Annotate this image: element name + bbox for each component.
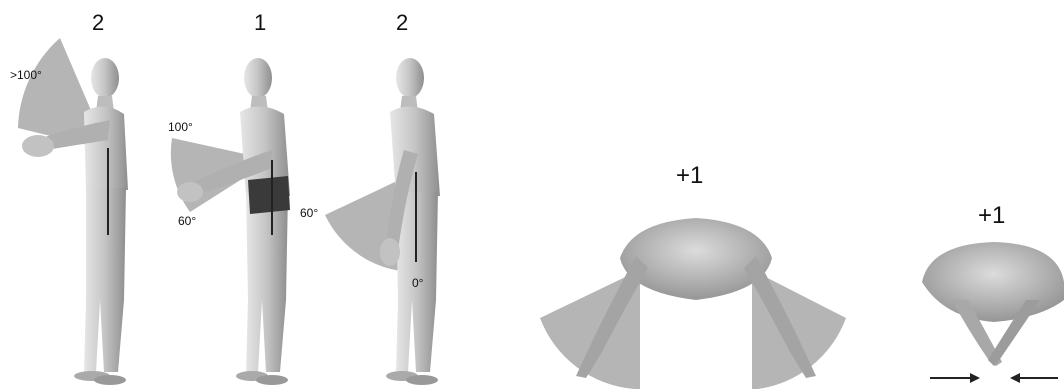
panel-3-angle-top: 60°	[300, 206, 318, 220]
panel-5-score: +1	[978, 202, 1005, 230]
panel-2-angle-bottom: 60°	[178, 214, 196, 228]
panel-4-figure	[540, 218, 846, 389]
panel-3-figure	[325, 58, 440, 385]
panel-4-score: +1	[676, 162, 703, 190]
panel-1-angle-top: >100°	[10, 68, 42, 82]
panel-3-score: 2	[396, 10, 408, 36]
panel-3-angle-bottom: 0°	[412, 276, 423, 290]
arrow-left-icon	[1010, 373, 1058, 383]
arrow-right-icon	[930, 373, 980, 383]
panel-2-score: 1	[254, 10, 266, 36]
panel-5-figure	[922, 242, 1064, 383]
panel-2-angle-top: 100°	[168, 120, 193, 134]
panel-1-score: 2	[92, 10, 104, 36]
panel-1-figure	[18, 38, 128, 385]
